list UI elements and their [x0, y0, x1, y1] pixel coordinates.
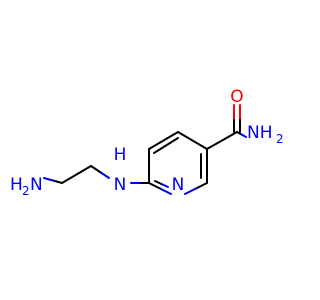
bond-ch2-amine-n-b	[43, 177, 54, 182]
ring-bond-c4-c5	[177, 131, 208, 150]
bond-linker-n-ch2-a	[99, 171, 110, 179]
ring-bond-n-c2-inner-b	[154, 180, 163, 185]
amide-oxygen-label: O	[230, 87, 243, 107]
bond-group	[43, 104, 247, 195]
amide-nh-subscript: 2	[276, 132, 284, 146]
amine-h-subscript: 2	[22, 184, 30, 198]
bond-c5-amide-c	[206, 131, 238, 150]
bond-ch2-ch2	[61, 165, 92, 184]
ring-bond-n-c2-inner-a	[160, 183, 169, 188]
ring-bond-c6-n-b	[184, 187, 197, 195]
ring-nitrogen-label: N	[172, 175, 185, 195]
bond-linker-n-ch2-b	[90, 165, 101, 173]
ring-bond-c3-c4-inner	[153, 137, 179, 154]
amine-h-label: H	[10, 175, 23, 195]
linker-h-label: H	[114, 145, 127, 165]
amine-n-label: N	[30, 175, 43, 195]
ring-bond-n-c2-b	[148, 182, 161, 190]
bond-amide-c-n-b	[240, 133, 247, 138]
ring-bond-c3-c4	[148, 131, 179, 150]
bond-ch2-amine-n-a	[52, 179, 63, 184]
ring-bond-c6-n-a	[195, 182, 208, 190]
amide-nh-label: NH	[247, 123, 273, 143]
molecule-diagram: O NH 2 N H N H 2 N	[10, 87, 284, 198]
ring-bond-n-c2-a	[159, 187, 172, 195]
linker-n-label: N	[114, 175, 127, 195]
